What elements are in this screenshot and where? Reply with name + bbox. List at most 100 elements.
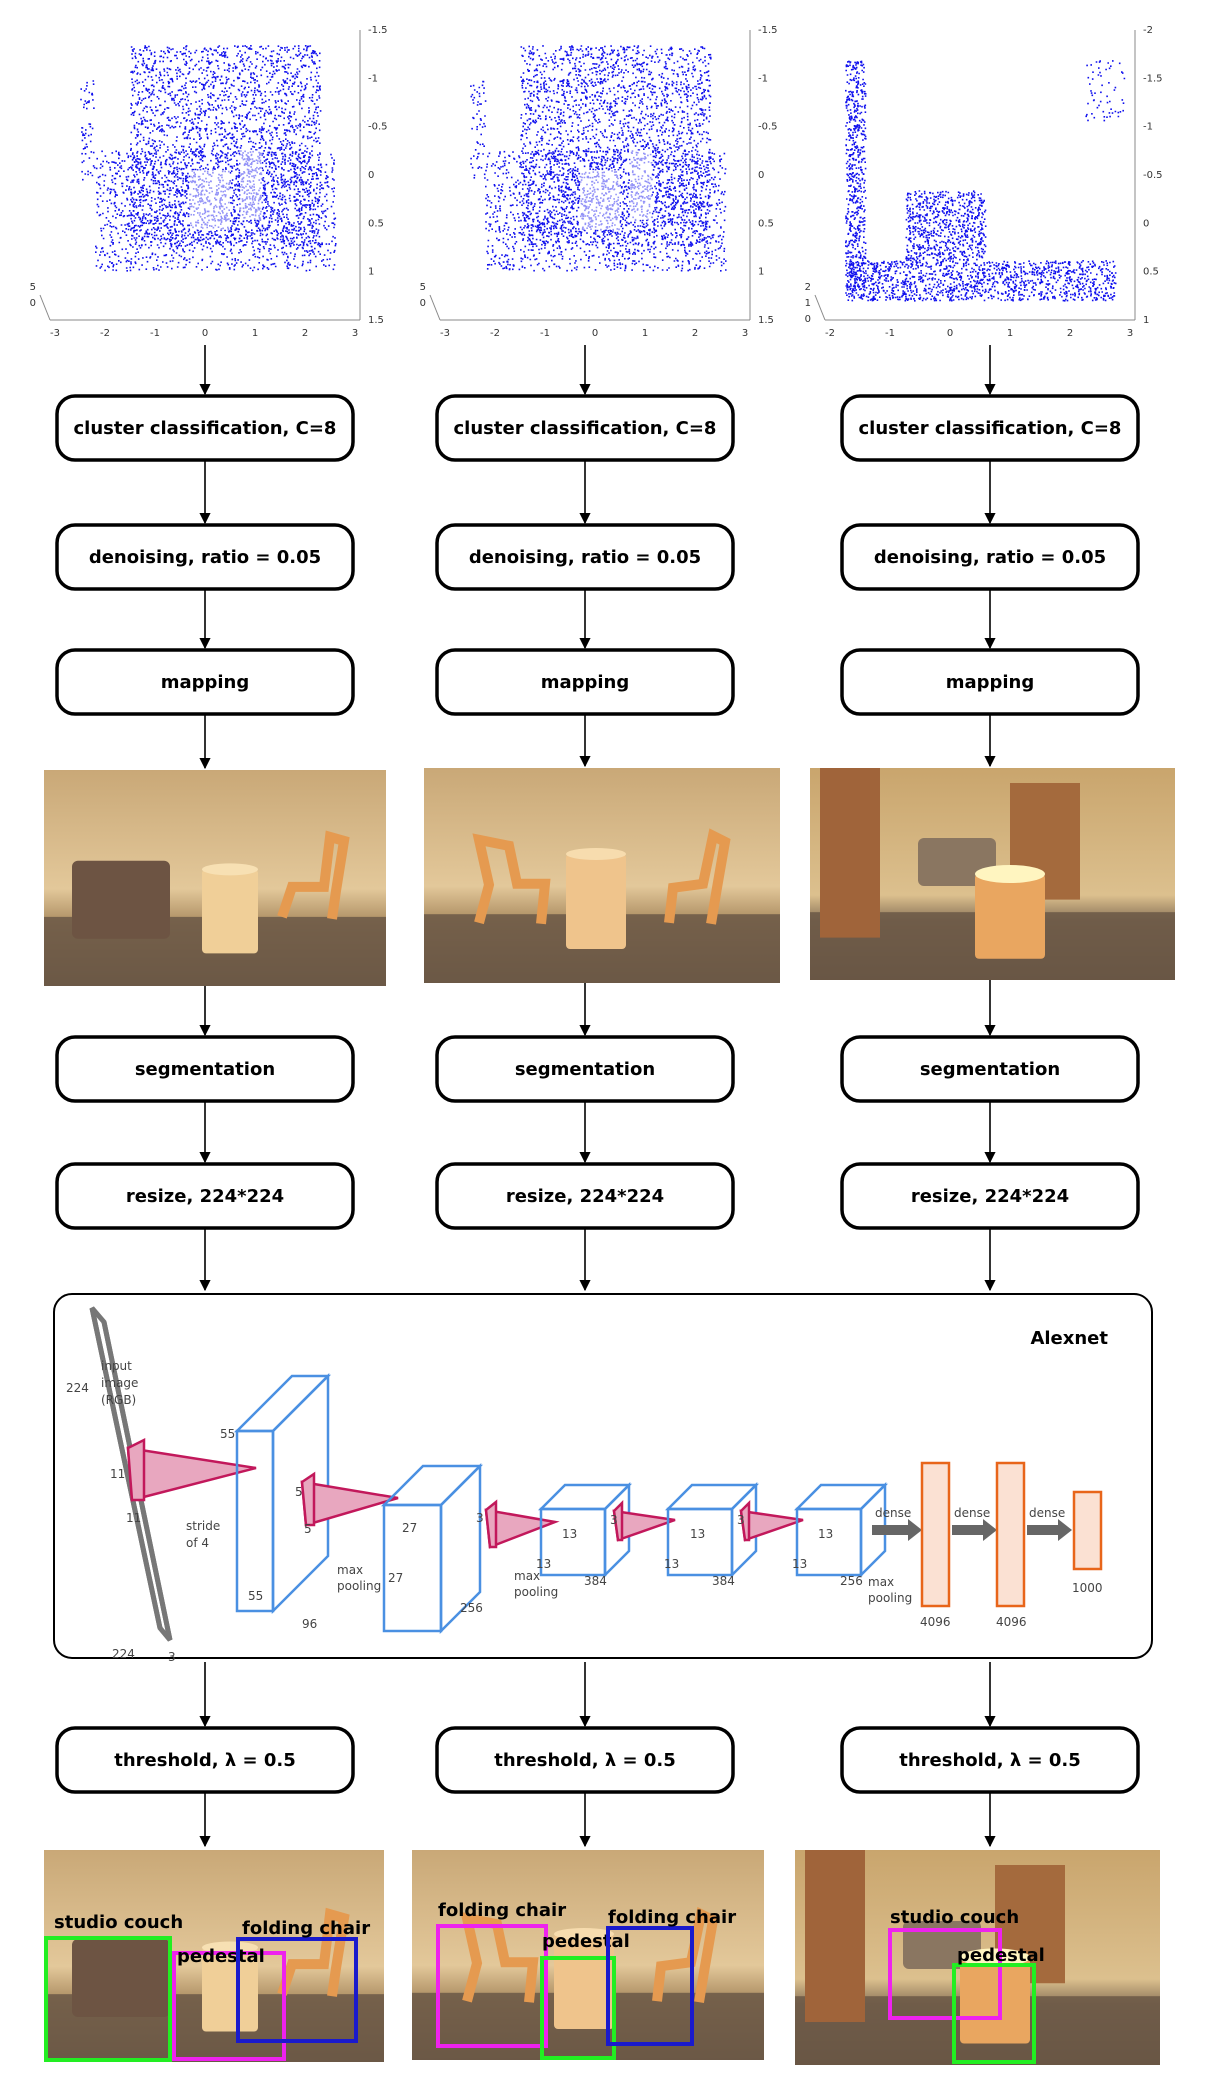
- plot-tick-bottom: -2: [825, 328, 835, 339]
- plot-tick-bottom: 1: [252, 328, 258, 339]
- detection-box: [44, 1936, 172, 2062]
- step-segmentation-3[interactable]: segmentation: [840, 1035, 1140, 1103]
- plot-tick-right: -1.5: [758, 25, 778, 36]
- detection-box: [436, 1924, 548, 2048]
- dim-label: 13: [792, 1557, 807, 1571]
- dim-label: 4096: [920, 1615, 951, 1629]
- dim-label: 13: [562, 1527, 577, 1541]
- step-mapping-2[interactable]: mapping: [435, 648, 735, 716]
- conv5-block: [793, 1481, 889, 1579]
- dim-label: 3: [168, 1650, 176, 1664]
- plot-tick-right: 0: [368, 170, 374, 181]
- step-threshold-2[interactable]: threshold, λ = 0.5: [435, 1726, 735, 1794]
- scene-image-1: [44, 770, 386, 986]
- room-door: [820, 768, 880, 938]
- step-cluster-classification-3[interactable]: cluster classification, C=8: [840, 394, 1140, 462]
- plot-tick-bottom: -1: [540, 328, 550, 339]
- plot-tick-right: -0.5: [758, 122, 778, 133]
- plot-tick-bottom: 2: [302, 328, 308, 339]
- step-segmentation-2[interactable]: segmentation: [435, 1035, 735, 1103]
- step-cluster-classification-2[interactable]: cluster classification, C=8: [435, 394, 735, 462]
- cloud-object-hole: [630, 150, 652, 220]
- dense-layer-3: [1072, 1490, 1103, 1571]
- dense-arrow-1-head: [908, 1519, 922, 1541]
- step-box-label: denoising, ratio = 0.05: [469, 547, 701, 568]
- step-threshold-3[interactable]: threshold, λ = 0.5: [840, 1726, 1140, 1794]
- kernel-face: [126, 1437, 146, 1502]
- step-box-label: cluster classification, C=8: [74, 418, 337, 439]
- dim-label: 13: [664, 1557, 679, 1571]
- step-segmentation-1[interactable]: segmentation: [55, 1035, 355, 1103]
- plot-tick-bottom: 0: [947, 328, 953, 339]
- plot-tick-right: -1: [1143, 122, 1153, 133]
- point-cloud-points: [520, 45, 712, 247]
- dim-label: 3: [610, 1513, 618, 1527]
- pedestal: [566, 854, 626, 949]
- conv2-block: [380, 1462, 484, 1635]
- dim-label: 11: [126, 1511, 141, 1525]
- plot-tick-right: -1.5: [1143, 73, 1163, 84]
- stride-label: of 4: [186, 1536, 209, 1550]
- pool-label: max: [337, 1563, 363, 1577]
- step-box-label: cluster classification, C=8: [859, 418, 1122, 439]
- block-side: [439, 1462, 482, 1635]
- plot-tick-right: -1: [758, 73, 768, 84]
- pedestal-top: [960, 1948, 1030, 1967]
- step-threshold-1[interactable]: threshold, λ = 0.5: [55, 1726, 355, 1794]
- dense-arrow-2: [952, 1525, 985, 1535]
- step-denoising-1[interactable]: denoising, ratio = 0.05: [55, 523, 355, 591]
- conv2-kernel: [484, 1499, 560, 1549]
- step-cluster-classification-1[interactable]: cluster classification, C=8: [55, 394, 355, 462]
- plot-tick-right: -0.5: [368, 122, 388, 133]
- plot-tick-right: 1.5: [368, 315, 384, 326]
- step-denoising-2[interactable]: denoising, ratio = 0.05: [435, 523, 735, 591]
- conv4-kernel: [739, 1499, 804, 1542]
- dim-label: 256: [840, 1574, 863, 1588]
- step-box-label: segmentation: [920, 1059, 1060, 1080]
- dense-arrow-3-head: [1058, 1519, 1072, 1541]
- plot-tick-right: 1: [1143, 315, 1149, 326]
- step-mapping-3[interactable]: mapping: [840, 648, 1140, 716]
- point-cloud-points: [80, 80, 96, 181]
- step-resize-3[interactable]: resize, 224*224: [840, 1162, 1140, 1230]
- dim-label: 384: [712, 1574, 735, 1588]
- step-box-label: denoising, ratio = 0.05: [874, 547, 1106, 568]
- detection-box: [952, 1963, 1036, 2064]
- plot-axis-z: [429, 294, 441, 321]
- dim-label: 224: [66, 1381, 89, 1395]
- plot-tick-right: -2: [1143, 25, 1153, 36]
- step-box-label: segmentation: [135, 1059, 275, 1080]
- step-box-label: segmentation: [515, 1059, 655, 1080]
- step-box-label: threshold, λ = 0.5: [494, 1750, 675, 1771]
- dense-arrow-1: [872, 1525, 910, 1535]
- chair: [652, 1906, 719, 2004]
- conv3-block: [537, 1481, 633, 1579]
- dim-label: 224: [112, 1647, 135, 1661]
- conv1-block: [233, 1372, 332, 1615]
- block-side: [730, 1481, 758, 1579]
- detection-image-2: [412, 1850, 764, 2060]
- plot-tick-left: 5: [30, 282, 36, 293]
- plot-tick-right: -0.5: [1143, 170, 1163, 181]
- plot-tick-bottom: 2: [692, 328, 698, 339]
- chair: [472, 833, 551, 925]
- dim-label: 13: [690, 1527, 705, 1541]
- plot-tick-bottom: 1: [642, 328, 648, 339]
- step-box-label: mapping: [541, 672, 630, 693]
- step-box-label: cluster classification, C=8: [454, 418, 717, 439]
- step-resize-2[interactable]: resize, 224*224: [435, 1162, 735, 1230]
- point-cloud-points: [1085, 60, 1126, 122]
- plot-tick-bottom: 3: [352, 328, 358, 339]
- kernel-face: [612, 1499, 624, 1542]
- step-denoising-3[interactable]: denoising, ratio = 0.05: [840, 523, 1140, 591]
- detection-box: [540, 1956, 616, 2060]
- step-mapping-1[interactable]: mapping: [55, 648, 355, 716]
- chair: [277, 830, 350, 920]
- pool-label: max: [514, 1569, 540, 1583]
- step-resize-1[interactable]: resize, 224*224: [55, 1162, 355, 1230]
- pool-label: pooling: [337, 1579, 381, 1593]
- pedestal-top: [975, 865, 1045, 883]
- plot-tick-left: 2: [805, 282, 811, 293]
